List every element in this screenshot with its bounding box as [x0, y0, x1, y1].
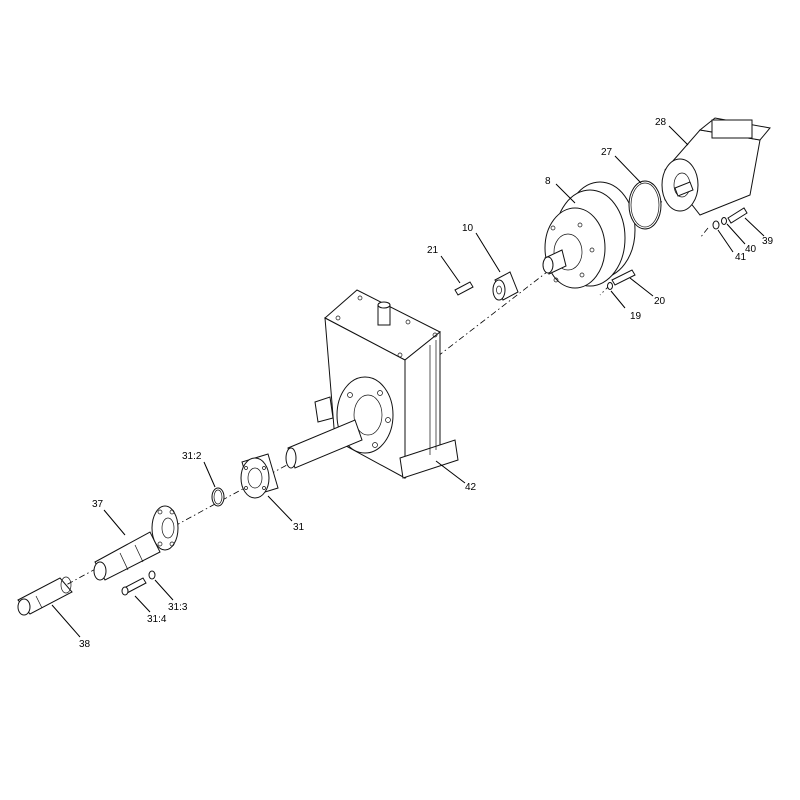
- part-31-4-bolt: [121, 577, 147, 596]
- callout-31-3: 31:3: [168, 602, 188, 613]
- part-40-washer: [721, 217, 727, 225]
- part-19-washer: [607, 282, 613, 290]
- part-27-o-ring: [628, 180, 662, 230]
- leader-lines: [51, 125, 765, 638]
- callout-41: 41: [735, 252, 747, 263]
- callout-31: 31: [293, 522, 305, 533]
- callout-31-4: 31:4: [147, 614, 167, 625]
- callout-8: 8: [545, 176, 551, 187]
- callout-21: 21: [427, 245, 439, 256]
- callout-19: 19: [630, 311, 642, 322]
- part-37-shaft: [93, 531, 161, 581]
- part-28-hydraulic-motor: [661, 117, 771, 216]
- part-10-adapter: [492, 271, 519, 301]
- callout-labels: 28 27 8 10 21 39 40 41 20 19 42 31:2 31 …: [79, 117, 774, 650]
- callout-20: 20: [654, 296, 666, 307]
- part-31-2-ring: [211, 487, 225, 507]
- callout-38: 38: [79, 639, 91, 650]
- part-41-washer: [712, 220, 720, 230]
- callout-40: 40: [745, 244, 757, 255]
- callout-42: 42: [465, 482, 477, 493]
- callout-27: 27: [601, 147, 613, 158]
- callout-39: 39: [762, 236, 774, 247]
- callout-28: 28: [655, 117, 667, 128]
- part-31-coupling: [240, 453, 279, 499]
- callout-10: 10: [462, 223, 474, 234]
- part-37-flange: [151, 505, 179, 551]
- callout-37: 37: [92, 499, 104, 510]
- part-31-3-washer: [148, 570, 156, 580]
- part-21-key: [454, 281, 474, 296]
- callout-31-2: 31:2: [182, 451, 202, 462]
- part-38-sleeve: [17, 576, 73, 616]
- part-39-bolt: [727, 207, 748, 224]
- part-42-gearbox: [285, 289, 459, 480]
- part-20-bolt: [611, 269, 636, 286]
- part-8-hub-motor: [542, 181, 636, 289]
